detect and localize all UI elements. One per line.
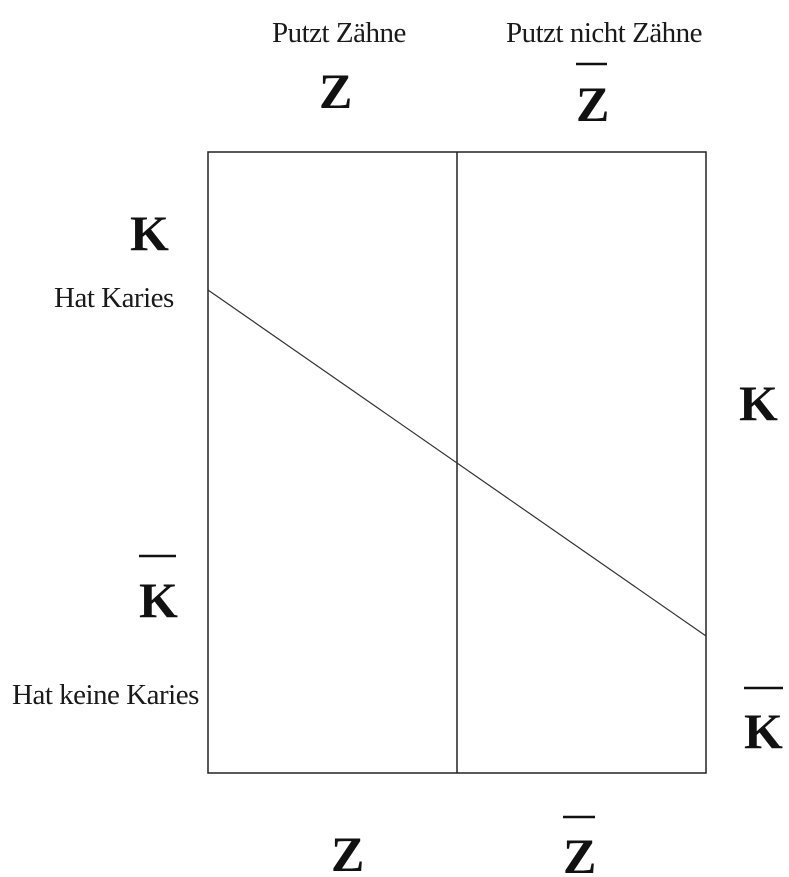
row-top-symbol: K <box>130 205 169 261</box>
diagonal-line <box>207 289 707 637</box>
right-top-symbol: K <box>739 375 778 431</box>
column-left-caption: Putzt Zähne <box>272 17 406 49</box>
column-left-symbol: Z <box>319 63 352 119</box>
right-bottom-symbol: K <box>744 703 783 759</box>
bottom-right-symbol: Z <box>563 828 596 877</box>
row-top-caption: Hat Karies <box>54 282 174 314</box>
column-right-caption: Putzt nicht Zähne <box>506 17 702 49</box>
row-bottom-caption: Hat keine Karies <box>12 679 199 711</box>
row-bottom-symbol: K <box>139 572 178 628</box>
bottom-left-symbol: Z <box>331 826 364 877</box>
column-right-symbol: Z <box>576 76 609 132</box>
